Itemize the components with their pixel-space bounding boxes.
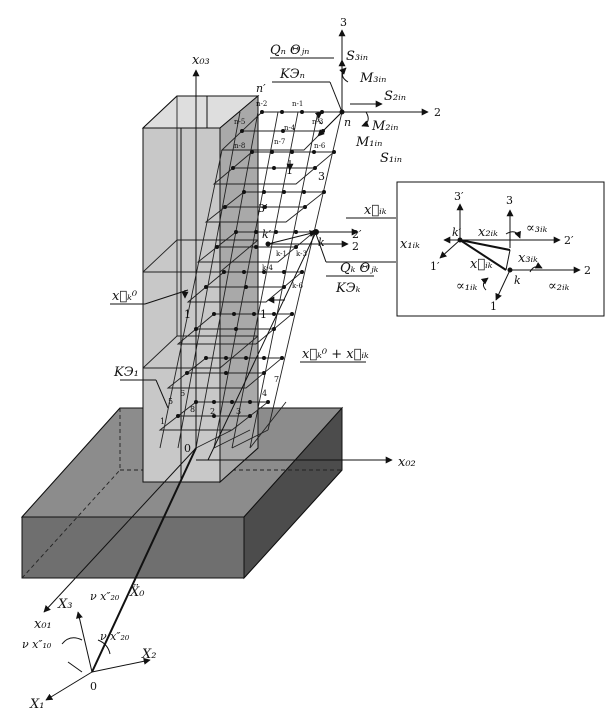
inset-two-prime-label: 2′	[564, 234, 574, 247]
inset-three-label: 3	[506, 194, 513, 207]
inset-k-prime-label: k′	[452, 226, 462, 239]
one-label-c: 1	[260, 308, 267, 321]
ground-acceleration-label: Ẍ₀	[129, 583, 145, 600]
inset-xik-label: x⃗ᵢₖ	[470, 257, 493, 272]
nu20b-label: ν x″₂₀	[100, 630, 130, 643]
inset-x3ik-label: x₃ᵢₖ	[518, 251, 538, 266]
M1in-label: M₁ᵢₙ	[355, 135, 382, 150]
xk0-label: x⃗ₖ⁰	[112, 289, 138, 304]
inset-two-label: 2	[584, 264, 591, 277]
n-label: n	[344, 116, 351, 129]
M3in-label: M₃ᵢₙ	[359, 71, 386, 86]
top-node-forces	[270, 29, 429, 137]
inset-one-label: 1	[490, 300, 497, 313]
inset-three-prime-label: 3′	[454, 190, 464, 203]
nu20-label: ν x″₂₀	[90, 590, 120, 603]
axis-x02-label: x₀₂	[398, 455, 416, 470]
M2in-label: M₂ᵢₙ	[371, 119, 398, 134]
node-b5-label: 5	[168, 397, 173, 406]
node-n2-label: n-2	[256, 100, 267, 108]
node-k1-label: k-1	[276, 250, 287, 258]
axis-x03-label: x₀₃	[192, 53, 210, 68]
node-n4-label: n-4	[284, 124, 296, 132]
node-n5-label: n-5	[234, 118, 245, 126]
origin-label: 0	[184, 442, 191, 455]
ground-origin-label: 0	[90, 680, 97, 693]
top-axis-3-label: 3	[340, 16, 347, 29]
node-b4-label: 4	[262, 389, 267, 398]
one-label-b: 1	[184, 308, 191, 321]
node-k6-label: k-6	[292, 282, 303, 290]
inset-alpha2ik-label: ∝₂ᵢₖ	[548, 279, 570, 294]
node-b7-label: 7	[274, 375, 279, 384]
node-b1-label: 1	[160, 417, 165, 426]
three-label: 3	[318, 170, 325, 183]
axis-X2-label: X₂	[141, 647, 156, 662]
S2in-label: S₂ᵢₙ	[384, 89, 406, 104]
Qn-theta-label: Qₙ Θⱼₙ	[270, 43, 309, 58]
global-axes	[43, 69, 393, 701]
KE1-label: KЭ₁	[113, 365, 139, 380]
node-n3-label: n-3	[312, 118, 323, 126]
two-label: 2	[352, 240, 359, 253]
inset-k-label: k	[514, 274, 521, 287]
node-b8-label: 8	[190, 405, 195, 414]
inset-x2ik-label: x₂ᵢₖ	[478, 225, 498, 240]
k-prime-label: k′	[262, 228, 272, 241]
node-k3-label: k-3	[296, 250, 307, 258]
KEn-label: KЭₙ	[279, 67, 305, 82]
deformed-frame-lattice	[158, 109, 345, 449]
inset-one-prime-label: 1′	[430, 260, 440, 273]
inset-alpha3ik-label: ∝₃ᵢₖ	[526, 221, 548, 236]
one-label-a: 1	[286, 164, 293, 177]
labels: x₀₃ x₀₂ x₀₁ X₁ X₂ X₃ 0 0 Ẍ₀ ν x″₁₀ ν x″₂…	[22, 16, 591, 712]
n-prime-label: n′	[256, 82, 266, 95]
sum-label: x⃗ₖ⁰ + x⃗ᵢₖ	[302, 347, 369, 362]
axis-X1-label: X₁	[29, 697, 44, 712]
node-n7-label: n-7	[274, 138, 285, 146]
inset-x1ik-label: x₁ᵢₖ	[400, 237, 420, 252]
two-prime-label: 2′	[352, 228, 362, 241]
three-prime-label: 3′	[258, 202, 268, 215]
KEk-label: KЭₖ	[335, 281, 361, 296]
axis-X3-label: X₃	[57, 597, 72, 612]
Qk-theta-label: Qₖ Θⱼₖ	[340, 261, 379, 276]
foundation-block	[20, 406, 344, 580]
S3in-label: S₃ᵢₙ	[346, 49, 368, 64]
top-axis-2-label: 2	[434, 106, 441, 119]
local-frame-inset	[396, 181, 605, 317]
S1in-label: S₁ᵢₙ	[380, 151, 402, 166]
node-b3-label: 3	[236, 407, 241, 416]
mid-node-forces	[110, 217, 396, 461]
nu10-label: ν x″₁₀	[22, 638, 52, 651]
node-b6-label: 6	[180, 389, 185, 398]
xik-label: x⃗ᵢₖ	[364, 203, 387, 218]
node-b2-label: 2	[210, 407, 215, 416]
node-n1-label: n-1	[292, 100, 303, 108]
k-label: k	[318, 236, 325, 249]
node-n6-label: n-6	[314, 142, 326, 150]
axis-x01-label: x₀₁	[34, 617, 52, 632]
node-k4-label: k-4	[262, 264, 273, 272]
node-n8-label: n-8	[234, 142, 245, 150]
inset-alpha1ik-label: ∝₁ᵢₖ	[456, 279, 478, 294]
